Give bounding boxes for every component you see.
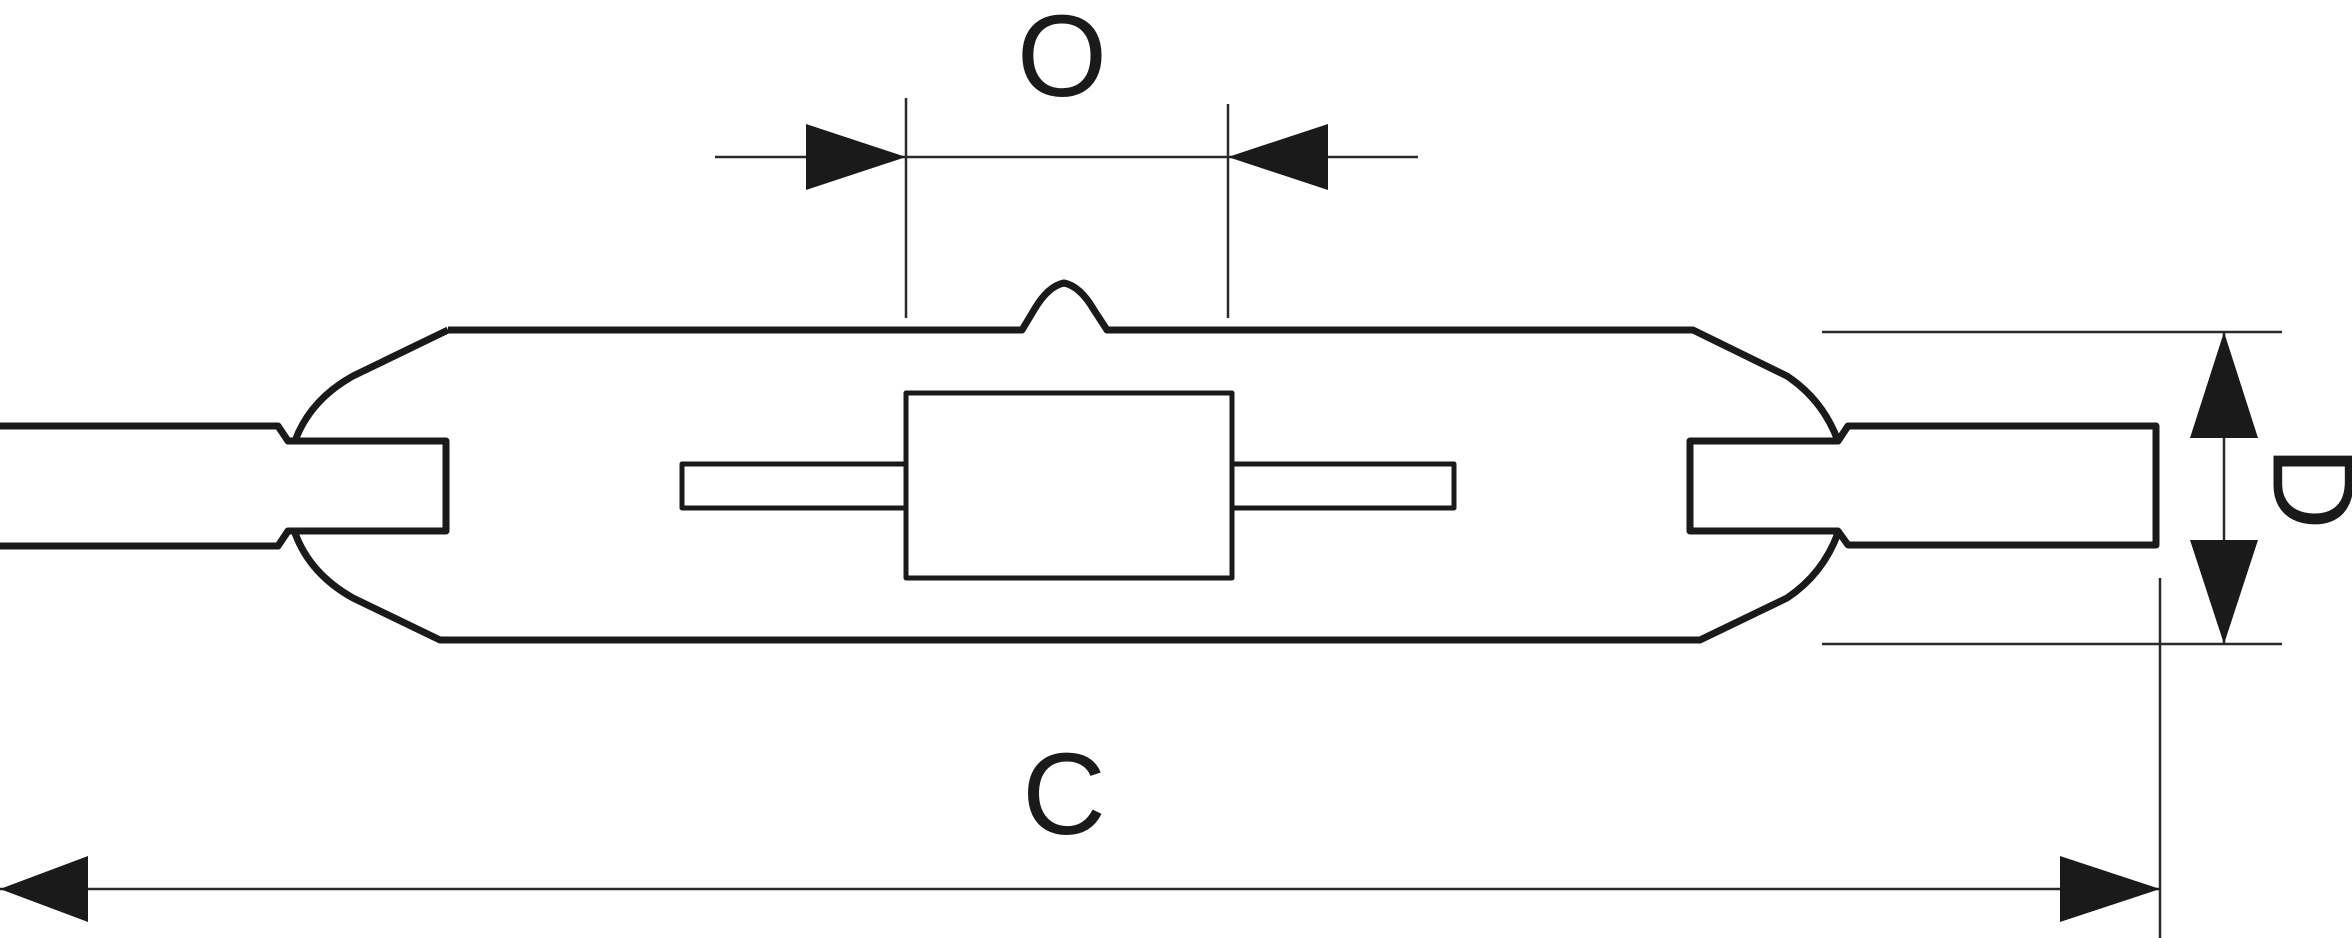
lamp-drawing — [0, 279, 2160, 644]
dimension-arc-gap: O — [715, 0, 1418, 318]
diameter-arrow-bottom — [2190, 540, 2258, 644]
overall-length-arrow-right — [2060, 856, 2160, 922]
arc-tube — [903, 390, 1235, 581]
left-end-cap — [0, 422, 450, 550]
arc-gap-arrow-left — [806, 124, 906, 190]
diameter-label: D — [2248, 446, 2352, 530]
arc-gap-arrow-right — [1228, 124, 1328, 190]
diameter-arrow-top — [2190, 332, 2258, 438]
overall-length-arrow-left — [0, 856, 88, 922]
left-electrode — [679, 461, 909, 511]
lamp-envelope — [291, 279, 1842, 644]
dimension-overall-length: C — [0, 578, 2162, 938]
dimension-diameter: D — [1822, 330, 2352, 646]
right-electrode — [1229, 461, 1457, 511]
arc-gap-label: O — [1017, 0, 1107, 121]
right-end-cap — [1686, 422, 2160, 549]
overall-length-label: C — [1022, 729, 1106, 859]
